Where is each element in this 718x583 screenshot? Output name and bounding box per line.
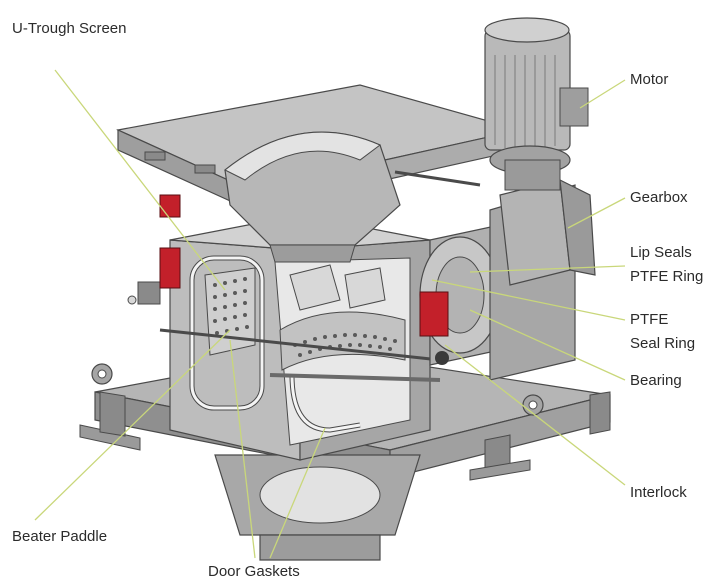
- label-ptfe-line1: PTFE: [630, 311, 669, 328]
- label-bearing: Bearing: [630, 372, 682, 389]
- inlet-hood: [116, 84, 521, 263]
- label-door-gaskets: Door Gaskets: [208, 563, 300, 580]
- gearbox-unit: [499, 178, 596, 286]
- label-ptfe-line2: Seal Ring: [630, 335, 696, 352]
- leader-ptfe-seal-ring: [431, 279, 626, 321]
- leader-door-gasket-right: [269, 427, 326, 559]
- label-lip-seals-line1: Lip Seals: [630, 244, 692, 261]
- leader-lip-seals: [469, 265, 626, 273]
- leader-gearbox: [567, 197, 626, 229]
- label-gearbox: Gearbox: [630, 189, 688, 206]
- leader-u-trough-screen: [54, 69, 226, 291]
- leader-door-gasket-left: [229, 339, 256, 559]
- interlock-switches: [159, 194, 449, 365]
- leader-beater-paddle: [34, 329, 231, 521]
- leader-bearing: [469, 309, 626, 381]
- label-beater-paddle: Beater Paddle: [12, 528, 108, 545]
- label-u-trough-screen: U-Trough Screen: [12, 20, 127, 37]
- leader-lines: [34, 69, 626, 559]
- label-interlock: Interlock: [630, 484, 687, 501]
- leader-interlock: [444, 344, 626, 486]
- discharge-hopper: [214, 454, 421, 561]
- label-lip-seals-line2: PTFE Ring: [630, 268, 704, 285]
- label-motor: Motor: [630, 71, 669, 88]
- motor-unit: [484, 17, 589, 191]
- leader-motor: [579, 79, 626, 109]
